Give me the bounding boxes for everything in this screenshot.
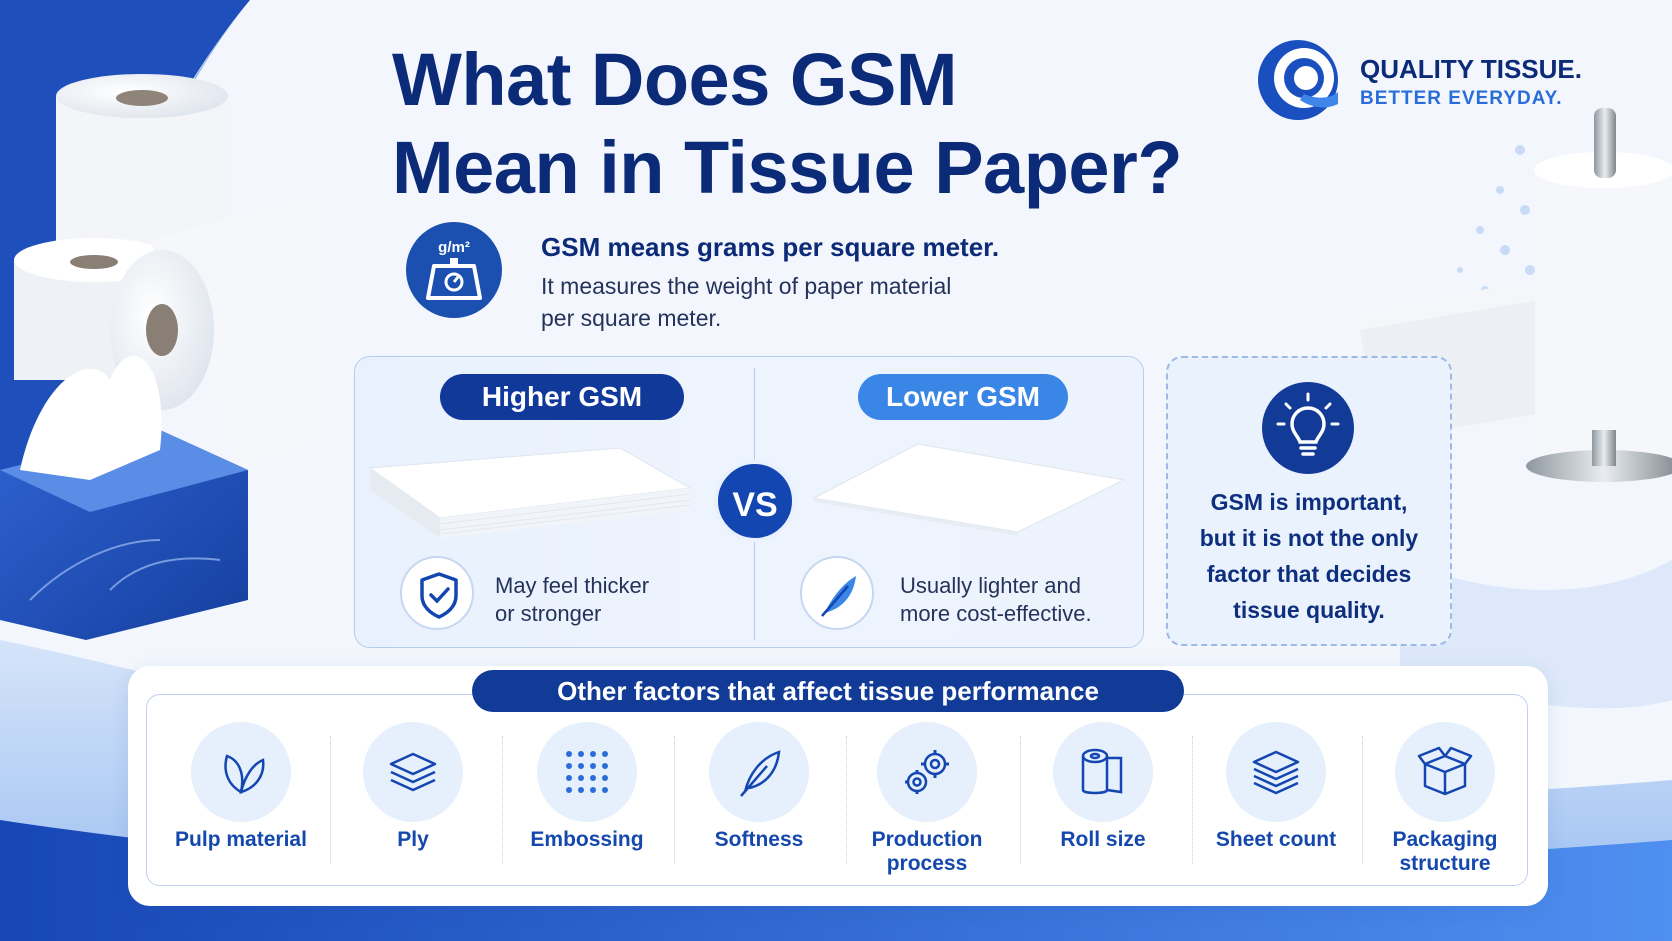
brand-logo: QUALITY TISSUE. BETTER EVERYDAY. xyxy=(1256,38,1616,122)
factors-title: Other factors that affect tissue perform… xyxy=(472,670,1184,712)
factor-separator xyxy=(330,736,331,864)
feather-icon xyxy=(800,556,874,630)
lower-gsm-line-1: Usually lighter and xyxy=(900,573,1081,598)
lower-gsm-line-2: more cost-effective. xyxy=(900,601,1092,626)
definition-line-1: It measures the weight of paper material xyxy=(541,273,952,299)
note-line-3: factor that decides xyxy=(1206,561,1412,587)
brand-tagline: BETTER EVERYDAY. xyxy=(1360,88,1563,109)
leaves-icon xyxy=(191,722,291,822)
factor-separator xyxy=(1192,736,1193,864)
factor-pulp-material: Pulp material xyxy=(156,722,326,882)
lightbulb-icon xyxy=(1262,382,1354,474)
factor-ply: Ply xyxy=(328,722,498,882)
factor-embossing: Embossing xyxy=(502,722,672,882)
factor-label: Embossing xyxy=(530,828,644,851)
tissue-box-illustration xyxy=(0,355,248,640)
layers-icon xyxy=(363,722,463,822)
factor-label: Sheet count xyxy=(1215,828,1337,851)
factor-separator xyxy=(846,736,847,864)
factor-sheet-count: Sheet count xyxy=(1191,722,1361,882)
box-icon xyxy=(1395,722,1495,822)
q-logo-icon xyxy=(1258,40,1338,120)
lower-gsm-label: Lower GSM xyxy=(858,374,1068,420)
factor-label: Roll size xyxy=(1060,828,1146,851)
thin-tissue-illustration xyxy=(812,443,1126,536)
page-title: What Does GSM Mean in Tissue Paper? xyxy=(392,36,1252,212)
factor-roll-size: Roll size xyxy=(1018,722,1188,882)
factor-separator xyxy=(674,736,675,864)
shield-check-icon xyxy=(400,556,474,630)
tissue-rolls-illustration xyxy=(14,74,330,470)
higher-gsm-line-2: or stronger xyxy=(495,601,602,626)
vs-badge: VS xyxy=(714,460,796,542)
higher-gsm-description: May feel thicker or stronger xyxy=(495,572,715,628)
factor-separator xyxy=(502,736,503,864)
factor-separator xyxy=(1020,736,1021,864)
factor-separator xyxy=(1362,736,1363,864)
factor-label: Ply xyxy=(397,828,429,851)
gsm-unit-label: g/m² xyxy=(438,239,470,256)
gears-icon xyxy=(877,722,977,822)
note-line-2: but it is not the only xyxy=(1199,525,1419,551)
roll-icon xyxy=(1053,722,1153,822)
stack-icon xyxy=(1226,722,1326,822)
title-line-1: What Does GSM xyxy=(392,38,957,121)
definition-line-2: per square meter. xyxy=(541,305,722,331)
higher-gsm-line-1: May feel thicker xyxy=(495,573,650,598)
dots-grid-icon xyxy=(537,722,637,822)
feather-icon xyxy=(709,722,809,822)
note-text: GSM is important, but it is not the only… xyxy=(1176,484,1442,628)
lower-gsm-description: Usually lighter and more cost-effective. xyxy=(900,572,1130,628)
factor-label: Pulp material xyxy=(175,828,307,851)
definition-text: It measures the weight of paper material… xyxy=(541,270,1061,334)
title-line-2: Mean in Tissue Paper? xyxy=(392,126,1183,209)
factor-softness: Softness xyxy=(674,722,844,882)
brand-name: QUALITY TISSUE. xyxy=(1360,54,1582,84)
note-line-1: GSM is important, xyxy=(1210,489,1408,515)
higher-gsm-label: Higher GSM xyxy=(440,374,684,420)
factor-label: Softness xyxy=(714,828,804,851)
definition-heading: GSM means grams per square meter. xyxy=(541,232,1000,262)
thick-tissue-illustration xyxy=(368,447,692,538)
note-line-4: tissue quality. xyxy=(1233,597,1385,623)
scale-icon: g/m² xyxy=(406,222,502,318)
